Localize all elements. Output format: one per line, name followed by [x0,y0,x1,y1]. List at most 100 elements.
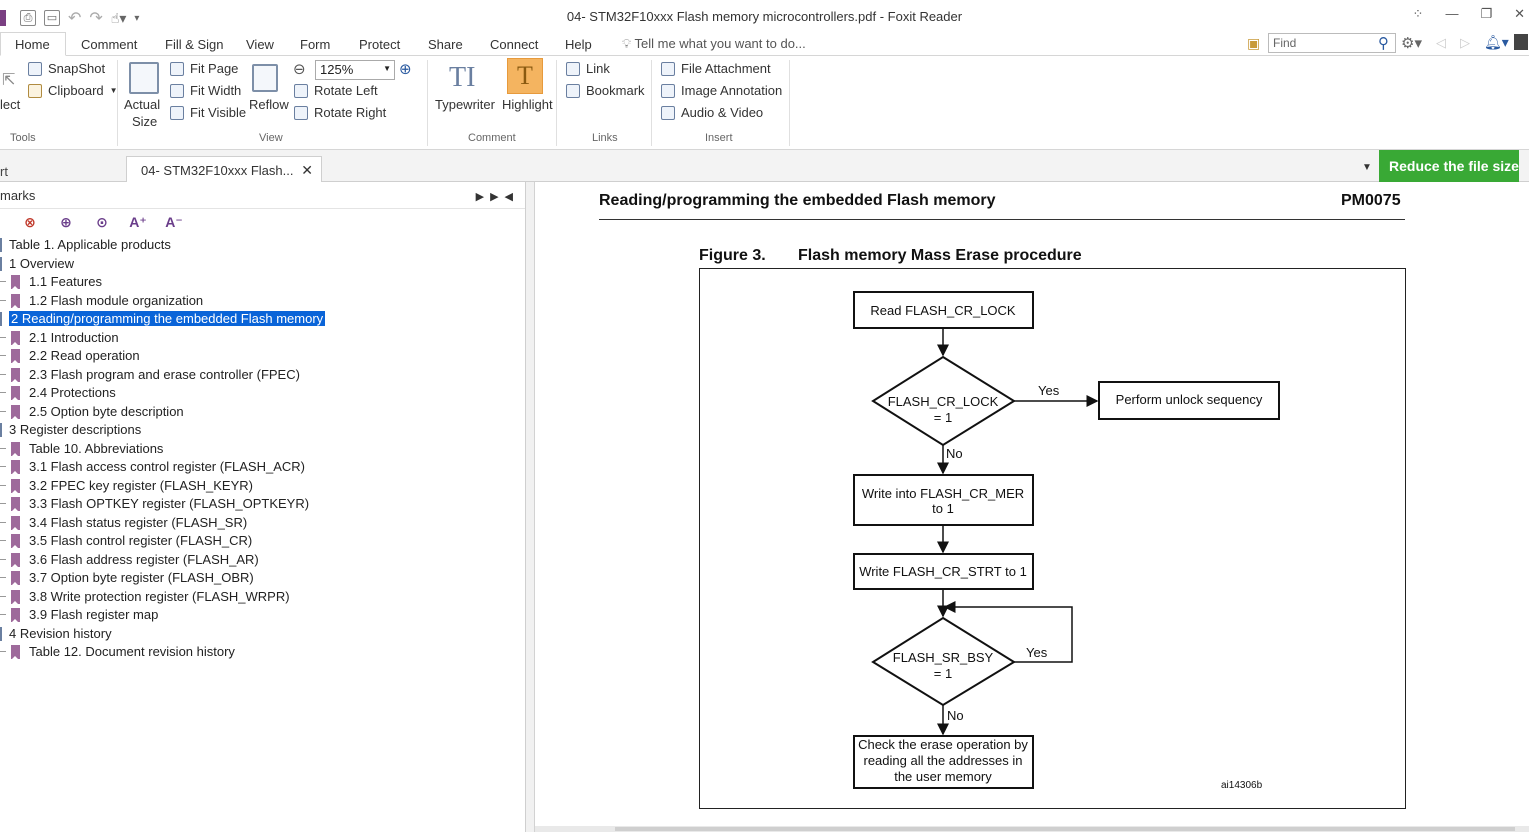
restore-button[interactable]: ❐ [1480,6,1493,21]
fit-page-button[interactable]: Fit Page [170,61,238,76]
tab-fill-sign[interactable]: Fill & Sign [165,37,224,52]
bsy-check-text-2: = 1 [934,666,952,681]
lock-check-text-1: FLASH_CR_LOCK [888,394,999,409]
customize-toolbar-icon[interactable]: ▾ [134,12,140,24]
tab-comment[interactable]: Comment [81,37,138,52]
search-icon[interactable]: ⚲ [1378,35,1389,52]
find-input[interactable]: Find [1268,33,1396,53]
bookmark-icon [11,441,20,457]
actual-size-label-1[interactable]: Actual [124,97,161,112]
bookmark-item[interactable]: 2.2 Read operation [0,347,140,365]
fit-width-button[interactable]: Fit Width [170,83,241,98]
actual-size-icon[interactable] [129,62,159,94]
tab-view[interactable]: View [246,37,274,52]
redo-icon[interactable]: ↷ [89,10,103,27]
ribbon-options-icon[interactable]: ⁘ [1412,6,1424,21]
document-tab[interactable]: 04- STM32F10xxx Flash... ✕ [126,156,322,182]
fit-visible-icon [170,105,184,120]
audio-video-button[interactable]: Audio & Video [661,105,763,120]
fit-visible-button[interactable]: Fit Visible [170,105,246,120]
collapse-panel-icon[interactable]: ◀ [504,191,519,203]
file-attachment-button[interactable]: File Attachment [661,61,771,76]
bookmark-icon [11,460,20,475]
increase-font-icon[interactable]: A⁺ [129,214,147,230]
tab-connect[interactable]: Connect [490,37,539,52]
bookmark-item[interactable]: 2.1 Introduction [0,329,119,347]
close-button[interactable]: ✕ [1514,6,1525,21]
zoom-out-icon[interactable]: ⊖ [293,61,306,78]
save-icon[interactable]: ▭ [44,10,60,26]
bookmark-item[interactable]: 3.2 FPEC key register (FLASH_KEYR) [0,477,253,495]
bookmark-item[interactable]: Table 10. Abbreviations [0,440,163,458]
bookmark-item[interactable]: Table 12. Document revision history [0,643,235,661]
bookmark-item[interactable]: 3.6 Flash address register (FLASH_AR) [0,551,259,569]
bookmark-item[interactable]: 3.3 Flash OPTKEY register (FLASH_OPTKEYR… [0,495,309,513]
tab-list-dropdown-icon[interactable]: ▼ [1362,162,1372,173]
bell-icon[interactable]: 🔔︎▾ [1484,34,1509,50]
typewriter-label[interactable]: Typewriter [435,97,495,112]
bookmark-item[interactable]: 4 Revision history [0,625,112,643]
delete-bookmark-icon[interactable]: ⊗ [24,214,36,230]
tab-protect[interactable]: Protect [359,37,401,52]
horizontal-scrollbar[interactable] [535,826,1529,832]
zoom-select[interactable]: 125%▼ [315,60,395,80]
hand-tool-icon[interactable]: ☝▾ [110,9,127,26]
select-button[interactable]: lect [0,97,20,112]
bookmark-item[interactable]: 2.4 Protections [0,384,116,402]
tab-help[interactable]: Help [565,37,592,52]
close-tab-icon[interactable]: ✕ [301,162,313,178]
reflow-label[interactable]: Reflow [249,97,289,112]
reduce-file-size-button[interactable]: Reduce the file size [1379,150,1519,182]
folder-search-icon[interactable]: ▣ [1247,35,1261,51]
bookmark-icon [11,386,20,401]
rotate-right-button[interactable]: Rotate Right [294,105,386,120]
undo-icon[interactable]: ↶ [68,10,82,27]
bookmark-item[interactable]: 1 Overview [0,255,74,273]
clipboard-button[interactable]: Clipboard▼ [28,83,118,98]
bookmark-item[interactable]: Table 1. Applicable products [0,236,171,254]
next-result-icon[interactable]: ▷ [1460,35,1470,50]
highlight-icon[interactable]: T [507,58,543,94]
bookmark-item[interactable]: 3.7 Option byte register (FLASH_OBR) [0,569,254,587]
bookmark-item[interactable]: 3.5 Flash control register (FLASH_CR) [0,532,252,550]
gear-icon[interactable]: ⚙▾ [1401,35,1422,52]
add-bookmark-icon[interactable]: ⊕ [60,214,72,230]
decrease-font-icon[interactable]: A⁻ [165,214,183,230]
typewriter-icon[interactable]: TI [449,62,476,93]
prev-result-icon[interactable]: ◁ [1436,35,1446,50]
select-cursor-icon[interactable]: ⇱ [2,72,16,89]
image-annotation-button[interactable]: Image Annotation [661,83,782,98]
expand-panel-icon[interactable]: ▶▶ [475,191,505,203]
reflow-icon[interactable] [252,64,278,92]
bookmark-item[interactable]: 3.4 Flash status register (FLASH_SR) [0,514,247,532]
bookmark-item[interactable]: 3.8 Write protection register (FLASH_WRP… [0,588,290,606]
bookmark-item[interactable]: 3.9 Flash register map [0,606,158,624]
account-icon[interactable] [1514,34,1528,50]
highlight-label[interactable]: Highlight [502,97,553,112]
bookmark-options-icon[interactable]: ⊙ [96,214,108,230]
bookmark-item[interactable]: 1.2 Flash module organization [0,292,203,310]
tab-form[interactable]: Form [300,37,331,52]
tab-start[interactable]: rt [0,164,8,179]
minimize-button[interactable]: — [1445,6,1459,21]
bookmark-item[interactable]: 3 Register descriptions [0,421,141,439]
bookmark-button[interactable]: Bookmark [566,83,645,98]
snapshot-button[interactable]: SnapShot [28,61,105,76]
tab-share[interactable]: Share [428,37,463,52]
bookmark-item[interactable]: 3.1 Flash access control register (FLASH… [0,458,305,476]
link-button[interactable]: Link [566,61,610,76]
print-icon[interactable]: ⎙ [20,10,36,26]
bookmark-item[interactable]: 2.5 Option byte description [0,403,184,421]
scrollbar-thumb[interactable] [615,827,1515,831]
tree-connector [0,336,6,338]
tab-home[interactable]: Home [0,32,66,56]
bookmark-item[interactable]: 2.3 Flash program and erase controller (… [0,366,300,384]
panel-splitter[interactable] [526,182,535,832]
zoom-in-icon[interactable]: ⊕ [399,61,412,78]
tell-me-search[interactable]: 💡︎ Tell me what you want to do... [622,36,806,52]
bookmark-item[interactable]: 1.1 Features [0,273,102,291]
rotate-left-button[interactable]: Rotate Left [294,83,378,98]
actual-size-label-2[interactable]: Size [132,114,158,129]
rotate-left-label: Rotate Left [314,83,378,98]
bookmark-item[interactable]: 2 Reading/programming the embedded Flash… [0,310,326,328]
